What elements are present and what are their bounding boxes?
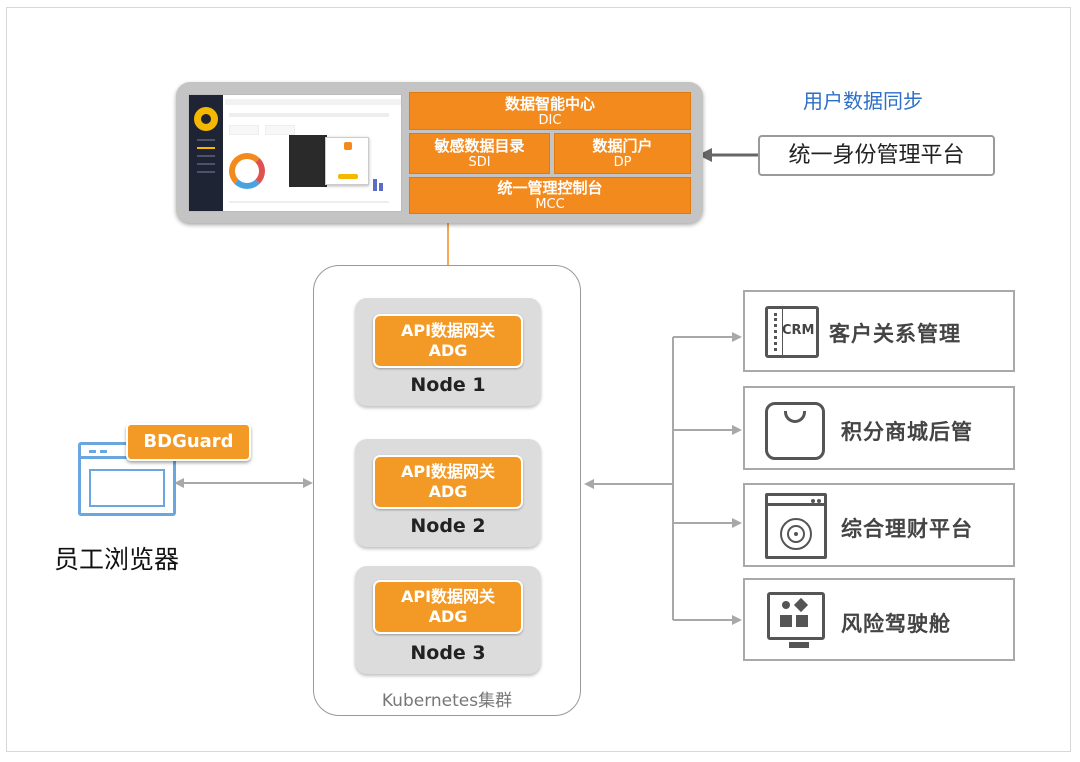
node-1: API数据网关 ADG Node 1	[355, 298, 541, 406]
screenshot-modal-dark	[289, 135, 327, 187]
module-dp-title: 数据门户	[592, 137, 653, 155]
node-2-label: Node 2	[410, 515, 486, 537]
module-dic-title: 数据智能中心	[504, 95, 595, 113]
bdguard-badge: BDGuard	[126, 423, 251, 461]
node-2-gateway-code: ADG	[428, 482, 468, 501]
system-wealth-label: 综合理财平台	[841, 517, 973, 541]
node-1-gateway-code: ADG	[428, 341, 468, 360]
node-3-gateway-code: ADG	[428, 607, 468, 626]
crm-icon-text: CRM	[782, 323, 815, 338]
module-mcc: 统一管理控制台 MCC	[409, 177, 691, 214]
system-wealth: 综合理财平台	[743, 483, 1015, 567]
node-1-gateway: API数据网关 ADG	[373, 314, 523, 368]
console-screenshot	[188, 94, 402, 212]
identity-platform-box: 统一身份管理平台	[758, 135, 995, 176]
module-dp: 数据门户 DP	[554, 133, 691, 174]
module-sdi-code: SDI	[468, 155, 491, 170]
browser-label: 员工浏览器	[54, 545, 180, 574]
sync-label: 用户数据同步	[803, 89, 923, 113]
risk-dashboard-stand	[789, 642, 809, 648]
module-mcc-title: 统一管理控制台	[497, 179, 603, 197]
system-crm: CRM 客户关系管理	[743, 290, 1015, 372]
node-2: API数据网关 ADG Node 2	[355, 439, 541, 547]
system-points-mall: 积分商城后管	[743, 386, 1015, 470]
node-2-gateway-title: API数据网关	[400, 462, 496, 481]
shopping-bag-icon	[765, 402, 825, 460]
system-points-mall-label: 积分商城后管	[841, 420, 973, 444]
crm-icon: CRM	[765, 306, 819, 358]
screenshot-donut	[229, 153, 265, 189]
node-3-gateway: API数据网关 ADG	[373, 580, 523, 634]
module-sdi-title: 敏感数据目录	[434, 137, 525, 155]
screenshot-logo-icon	[194, 107, 218, 131]
system-risk: 风险驾驶舱	[743, 578, 1015, 661]
wealth-window-icon	[765, 493, 827, 559]
node-1-label: Node 1	[410, 374, 486, 396]
module-dic: 数据智能中心 DIC	[409, 92, 691, 130]
module-dic-code: DIC	[538, 113, 562, 128]
node-2-gateway: API数据网关 ADG	[373, 455, 523, 509]
node-3-label: Node 3	[410, 642, 486, 664]
cluster-label: Kubernetes集群	[381, 691, 513, 711]
system-risk-label: 风险驾驶舱	[841, 612, 951, 636]
risk-dashboard-icon	[767, 592, 825, 640]
diagram-frame	[6, 7, 1071, 752]
node-3-gateway-title: API数据网关	[400, 587, 496, 606]
module-dp-code: DP	[613, 155, 632, 170]
node-1-gateway-title: API数据网关	[400, 321, 496, 340]
node-3: API数据网关 ADG Node 3	[355, 566, 541, 674]
module-mcc-code: MCC	[535, 197, 565, 212]
screenshot-modal	[325, 137, 369, 185]
system-crm-label: 客户关系管理	[829, 322, 961, 346]
module-sdi: 敏感数据目录 SDI	[409, 133, 550, 174]
